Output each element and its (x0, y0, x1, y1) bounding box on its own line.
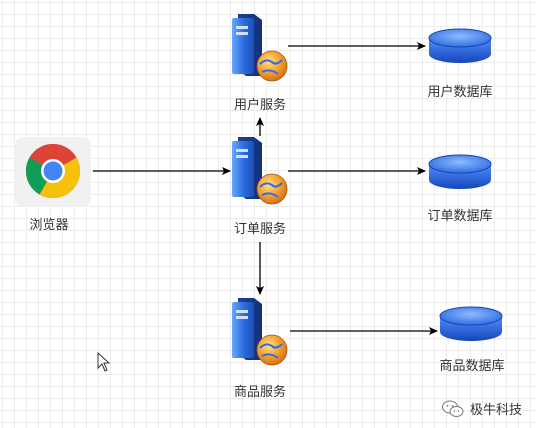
product-db-label: 商品数据库 (439, 359, 505, 374)
mouse-cursor-icon (97, 352, 111, 372)
database-icon-product-db (439, 306, 503, 341)
user-db-label: 用户数据库 (427, 85, 493, 100)
server-globe-icon-product-service (232, 298, 288, 366)
order-db-label: 订单数据库 (427, 209, 493, 224)
product-service-label: 商品服务 (233, 385, 287, 400)
database-icon-order-db (428, 154, 492, 189)
order-service-label: 订单服务 (233, 222, 287, 237)
wechat-icon (441, 400, 464, 417)
watermark: 极牛科技 (441, 399, 522, 418)
database-icon-user-db (428, 28, 492, 63)
watermark-text: 极牛科技 (469, 403, 522, 418)
server-globe-icon-order-service (232, 137, 288, 205)
server-globe-icon-user-service (232, 14, 288, 82)
browser-label: 浏览器 (29, 218, 69, 233)
edges (93, 42, 438, 335)
user-service-label: 用户服务 (233, 98, 287, 113)
chrome-browser-icon (15, 137, 91, 207)
